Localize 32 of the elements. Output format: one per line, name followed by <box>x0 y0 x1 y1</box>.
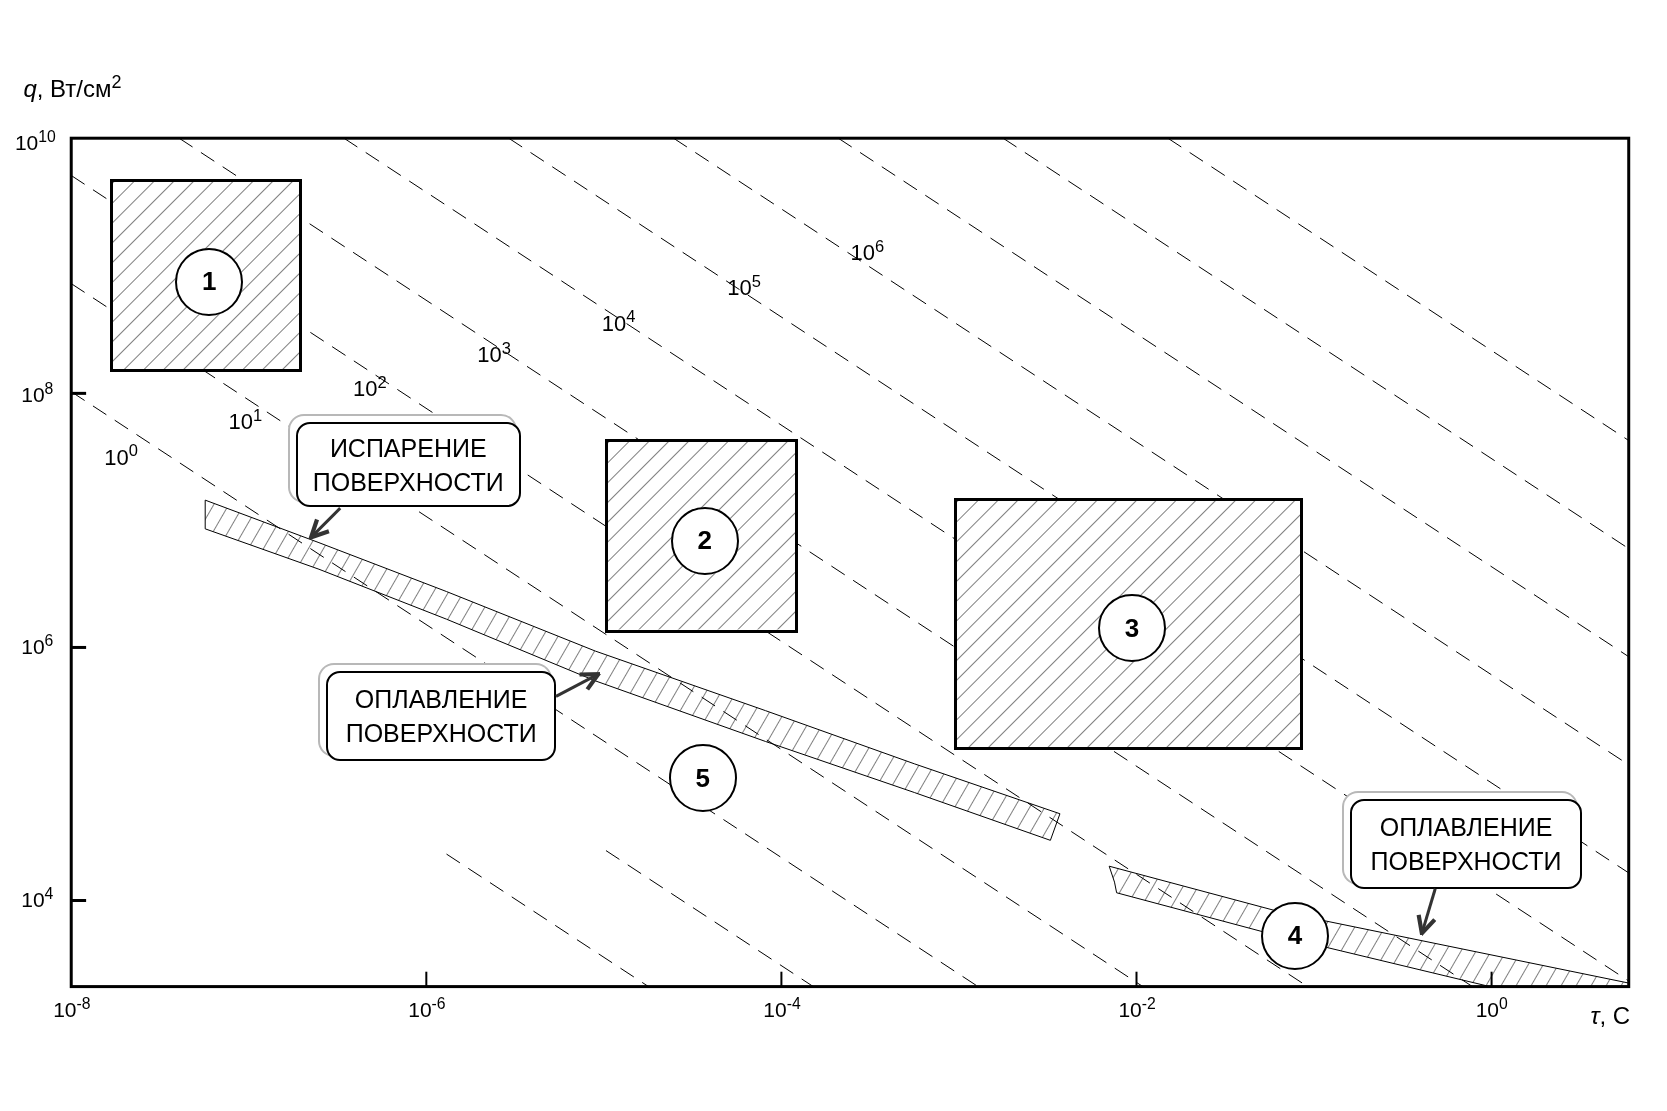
tick-label: 10$^{4}$ <box>601 312 636 335</box>
hatched-region <box>604 439 799 633</box>
tick-label: 10$^{8}$ <box>21 383 54 405</box>
hatched-region <box>953 497 1304 750</box>
region-number: 3 <box>1124 611 1140 645</box>
tick-label: 10$^{2}$ <box>352 378 387 401</box>
tick-label: 10$^{6}$ <box>21 635 54 657</box>
tick-label: 10$^{-4}$ <box>763 999 801 1021</box>
tick-label: 10$^{6}$ <box>850 242 885 265</box>
tick-label: 10$^{-6}$ <box>408 999 446 1021</box>
callout-text: ОПЛАВЛЕНИЕ ПОВЕРХНОСТИ <box>344 684 538 749</box>
tick-label: 10$^{10}$ <box>14 131 56 153</box>
tick-label: 10$^{3}$ <box>477 344 511 367</box>
tick-label: 10$^{0}$ <box>1475 999 1508 1021</box>
tick-label: 10$^{4}$ <box>21 888 54 910</box>
tick-label: 10$^{0}$ <box>104 446 138 469</box>
tick-label: 10$^{5}$ <box>727 277 761 300</box>
callout-text: ИСПАРЕНИЕ ПОВЕРХНОСТИ <box>311 432 505 498</box>
axis-label: τ, С <box>1590 1003 1631 1028</box>
region-number: 4 <box>1287 919 1303 953</box>
hatched-region <box>109 178 302 373</box>
axis-label: q, Вт/см$^{2}$ <box>23 76 122 101</box>
callout-text: ОПЛАВЛЕНИЕ ПОВЕРХНОСТИ <box>1369 812 1563 878</box>
tick-label: 10$^{-8}$ <box>53 999 91 1021</box>
tick-label: 10$^{-2}$ <box>1118 999 1156 1021</box>
region-number: 2 <box>697 524 712 558</box>
leader-arrow <box>555 672 601 698</box>
region-number: 5 <box>695 761 710 795</box>
leader-arrow <box>1416 888 1437 936</box>
region-number: 1 <box>202 265 217 298</box>
tick-label: 10$^{1}$ <box>228 411 263 434</box>
leader-arrow <box>309 507 342 540</box>
